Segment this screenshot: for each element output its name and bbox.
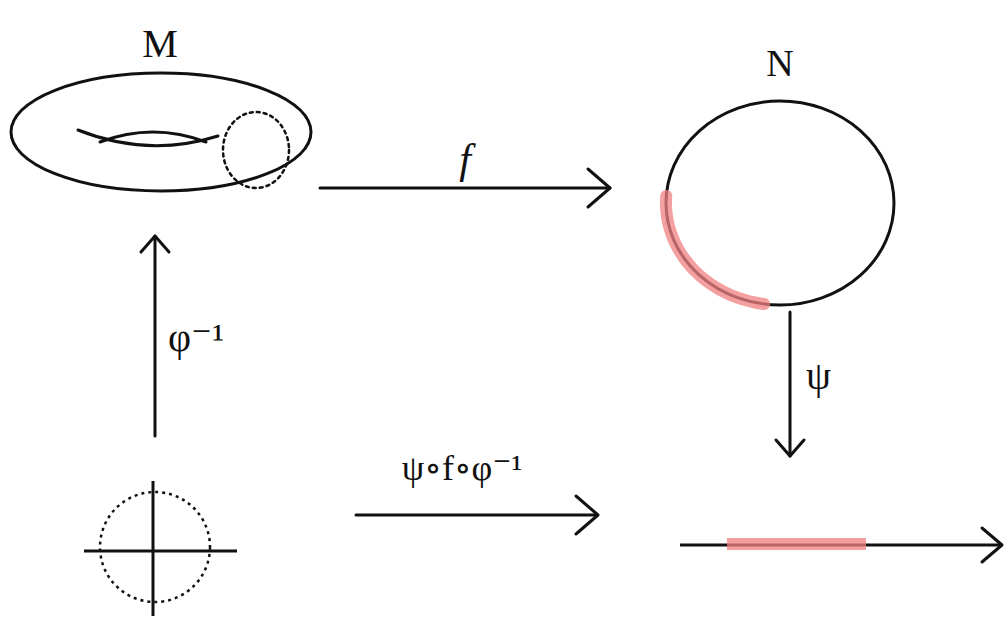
- torus-outline: [11, 73, 311, 191]
- map-label: ψ: [806, 356, 831, 396]
- manifold-label: M: [142, 24, 178, 64]
- map-label: ψ∘f∘φ⁻¹: [402, 450, 522, 486]
- node-outline: [610, 40, 902, 312]
- map-label: f: [459, 138, 471, 180]
- manifold-label: N: [766, 44, 793, 82]
- chart-arrow: [776, 312, 804, 456]
- torus-hole: [100, 132, 206, 142]
- chart-image-arc: [666, 196, 764, 304]
- composite-arrow: [356, 496, 598, 534]
- real-line: [680, 528, 1002, 562]
- chart-arrow: [141, 236, 169, 436]
- torus-hole: [78, 130, 218, 146]
- circle-outline: [666, 101, 894, 305]
- chart-domain: [84, 481, 237, 616]
- manifold-node: M: [8, 18, 320, 196]
- map-label: φ⁻¹: [168, 318, 224, 358]
- chart-region: [223, 112, 289, 188]
- circle-node: N: [610, 40, 902, 312]
